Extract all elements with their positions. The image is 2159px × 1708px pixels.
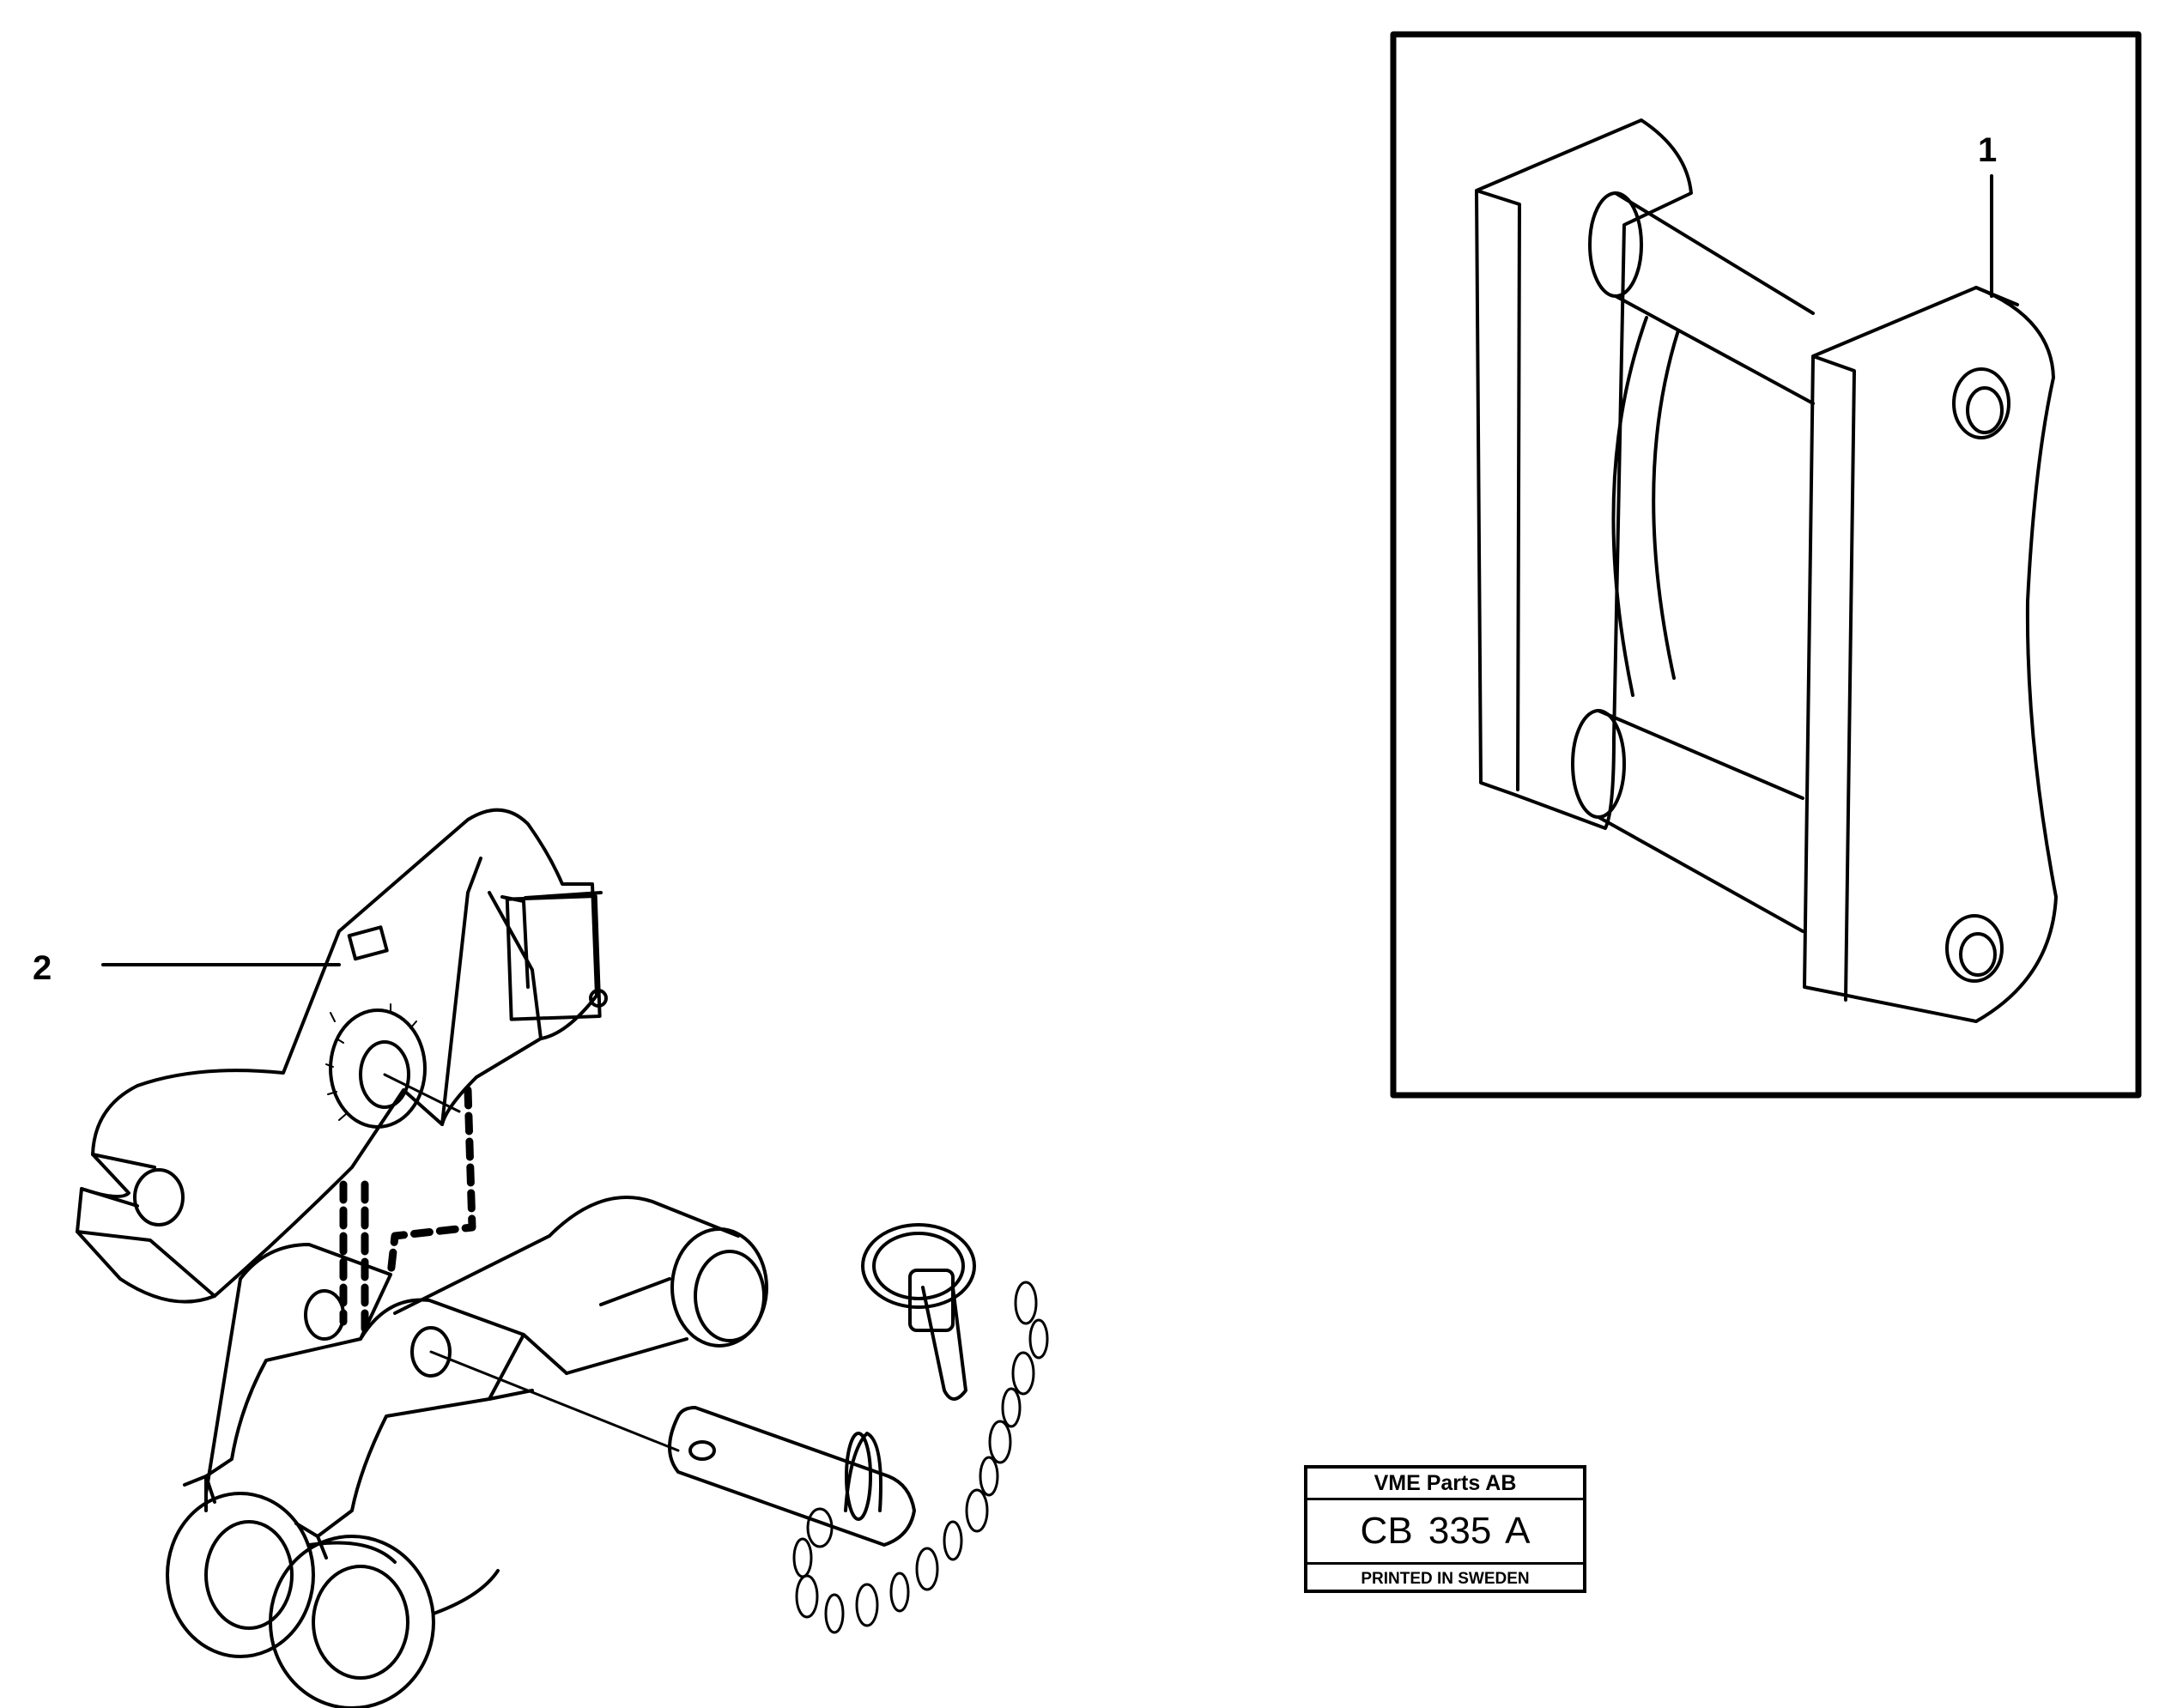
inset-frame <box>1390 31 2142 1099</box>
link-frame <box>166 1196 768 1708</box>
stamp-code: CB 335 A <box>1307 1500 1583 1565</box>
hook-lever <box>76 808 608 1304</box>
stamp-printed: PRINTED IN SWEDEN <box>1361 1570 1530 1588</box>
title-stamp: VME Parts AB CB 335 A PRINTED IN SWEDEN <box>1304 1465 1586 1593</box>
alignment-dashes <box>339 1086 476 1343</box>
frame-axis-line <box>429 1350 680 1452</box>
stamp-company: VME Parts AB <box>1307 1469 1583 1500</box>
callout-2: 2 <box>33 949 52 987</box>
pin-axis-line <box>383 1073 461 1113</box>
bracket-assembly <box>1475 118 2058 1023</box>
lock-pin-with-chain <box>668 1223 1049 1634</box>
callout-1: 1 <box>1978 131 1998 169</box>
chain <box>792 1281 1049 1634</box>
